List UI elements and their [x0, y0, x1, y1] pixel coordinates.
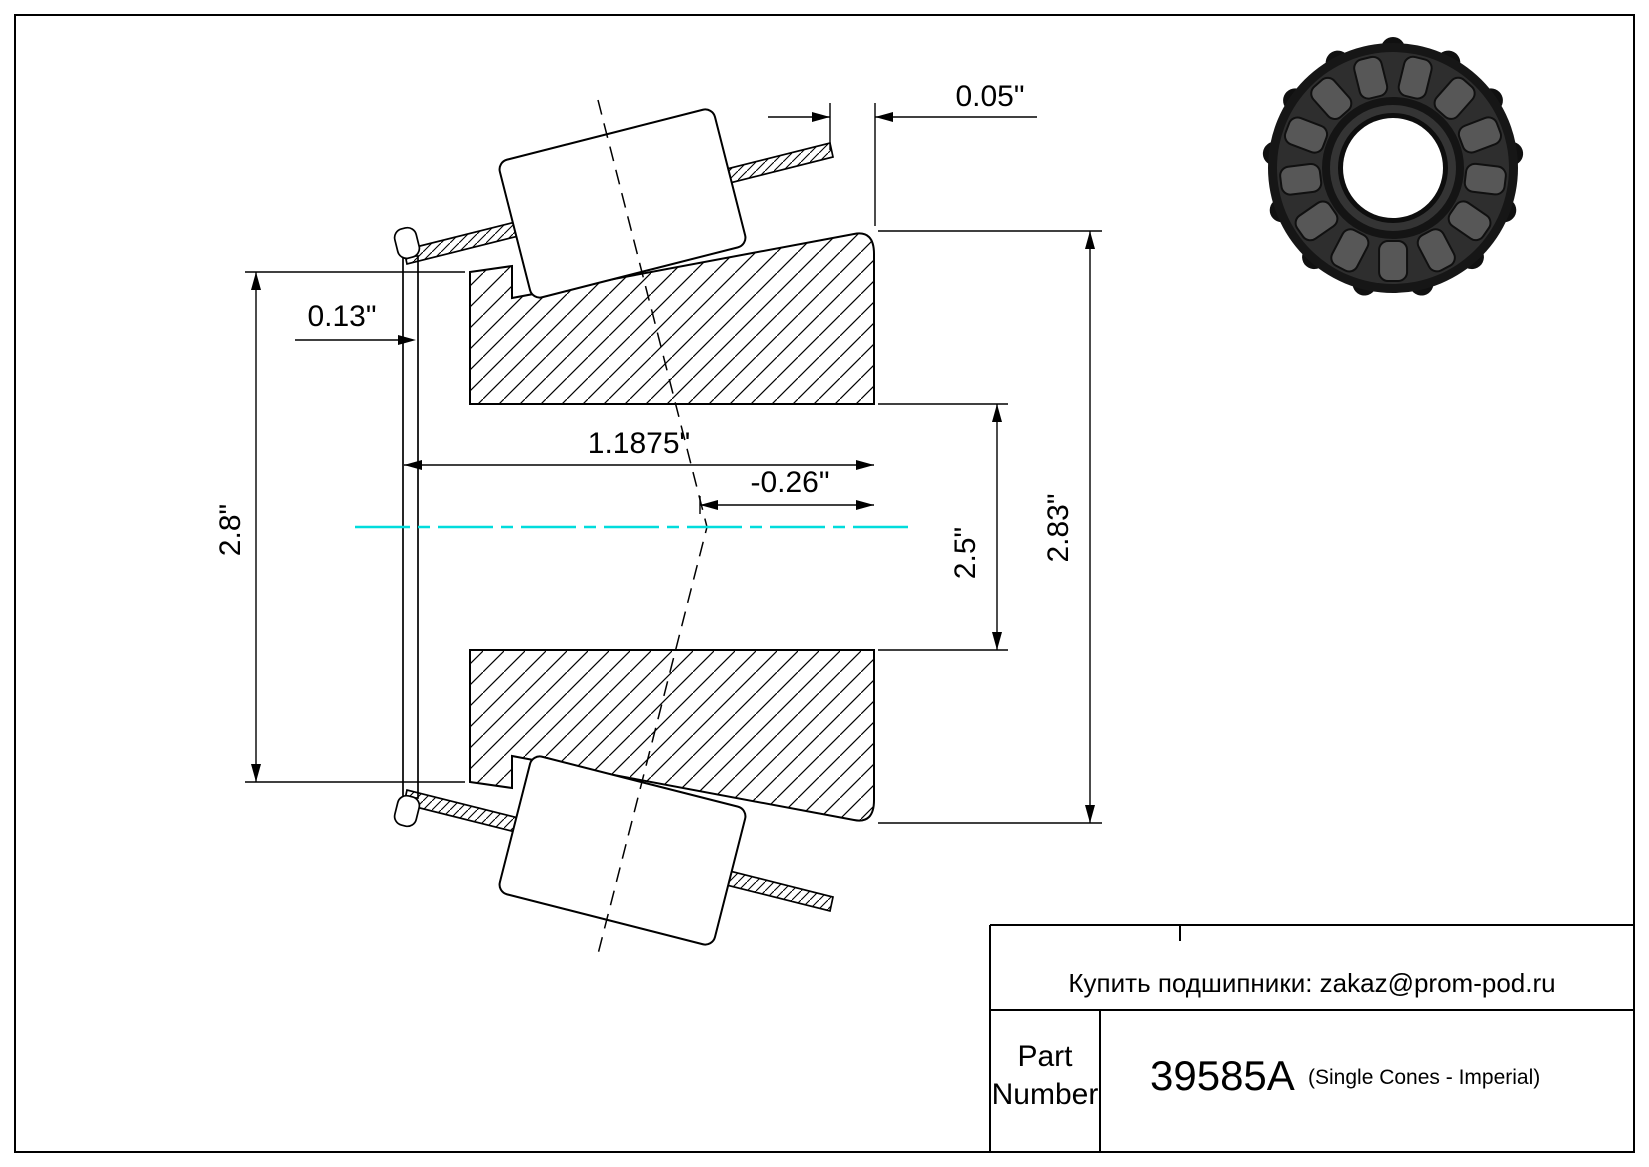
upper-roller [498, 108, 747, 299]
bearing-roller-end [1433, 76, 1476, 120]
bearing-roller-end [1378, 239, 1409, 283]
bearing-roller-end [1310, 76, 1353, 120]
arrowhead [812, 112, 830, 122]
dim-front-rib: 2.8" [214, 271, 465, 783]
part-number-value: 39585A [1150, 1052, 1295, 1099]
arrowhead [700, 500, 718, 510]
arrowhead [1085, 805, 1095, 823]
bearing-roller-end [1294, 200, 1339, 242]
arrowhead [1085, 231, 1095, 249]
bearing-roller-end [1463, 162, 1507, 196]
bearing-roller-end [1283, 116, 1329, 154]
bearing-roller-end [1457, 116, 1502, 154]
bearing-rollers [1279, 55, 1507, 283]
cone-upper-half [469, 232, 875, 405]
arrowhead [251, 764, 261, 782]
bearing-roller-end [1353, 55, 1389, 100]
rollers-section [498, 108, 747, 946]
dim-outer-right: 2.83" [878, 230, 1102, 824]
bearing-3d-preview [1262, 37, 1524, 296]
bearing-roller-end [1447, 200, 1492, 242]
dim-label: 2.5" [949, 527, 982, 579]
dim-label: 0.13" [307, 300, 376, 333]
dim-label: 2.8" [214, 504, 247, 556]
cage-upper-curl [393, 226, 421, 260]
arrowhead [992, 404, 1002, 422]
dim-label: 1.1875" [588, 427, 690, 460]
arrowhead [875, 112, 893, 122]
arrowhead [251, 272, 261, 290]
dim-label: -0.26" [750, 466, 829, 499]
arrowhead [856, 460, 874, 470]
dim-label: 0.05" [955, 80, 1024, 113]
bearing-bore-hole [1343, 118, 1443, 218]
part-series-text: (Single Cones - Imperial) [1308, 1066, 1540, 1089]
contact-text: Купить подшипники: zakaz@prom-pod.ru [1068, 968, 1555, 998]
dim-label: 2.83" [1042, 493, 1075, 562]
bearing-roller-end [1279, 162, 1323, 196]
part-number-label-line1: Part [1017, 1040, 1073, 1073]
dim-cage-thickness: 0.13" [295, 300, 416, 345]
arrowhead [404, 460, 422, 470]
arrowhead [398, 335, 416, 345]
dim-cone-width: 1.1875" [404, 427, 874, 470]
bearing-roller-end [1397, 55, 1433, 100]
title-block: Купить подшипники: zakaz@prom-pod.ru Par… [989, 924, 1634, 1152]
sheet-border [14, 14, 1635, 1153]
lower-roller [498, 755, 747, 946]
arrowhead [992, 632, 1002, 650]
cone-ring-section [469, 232, 875, 822]
bearing-roller-end [1416, 228, 1456, 273]
bearing-roller-end [1330, 228, 1370, 273]
cone-lower-half [469, 649, 875, 822]
arrowhead [856, 500, 874, 510]
cage-lower-curl [393, 794, 421, 828]
dim-apex-offset: -0.26" [699, 466, 874, 514]
part-number-label-line2: Number [992, 1078, 1099, 1111]
dim-cage-standout: 0.05" [768, 80, 1037, 226]
dim-bore: 2.5" [878, 403, 1008, 651]
